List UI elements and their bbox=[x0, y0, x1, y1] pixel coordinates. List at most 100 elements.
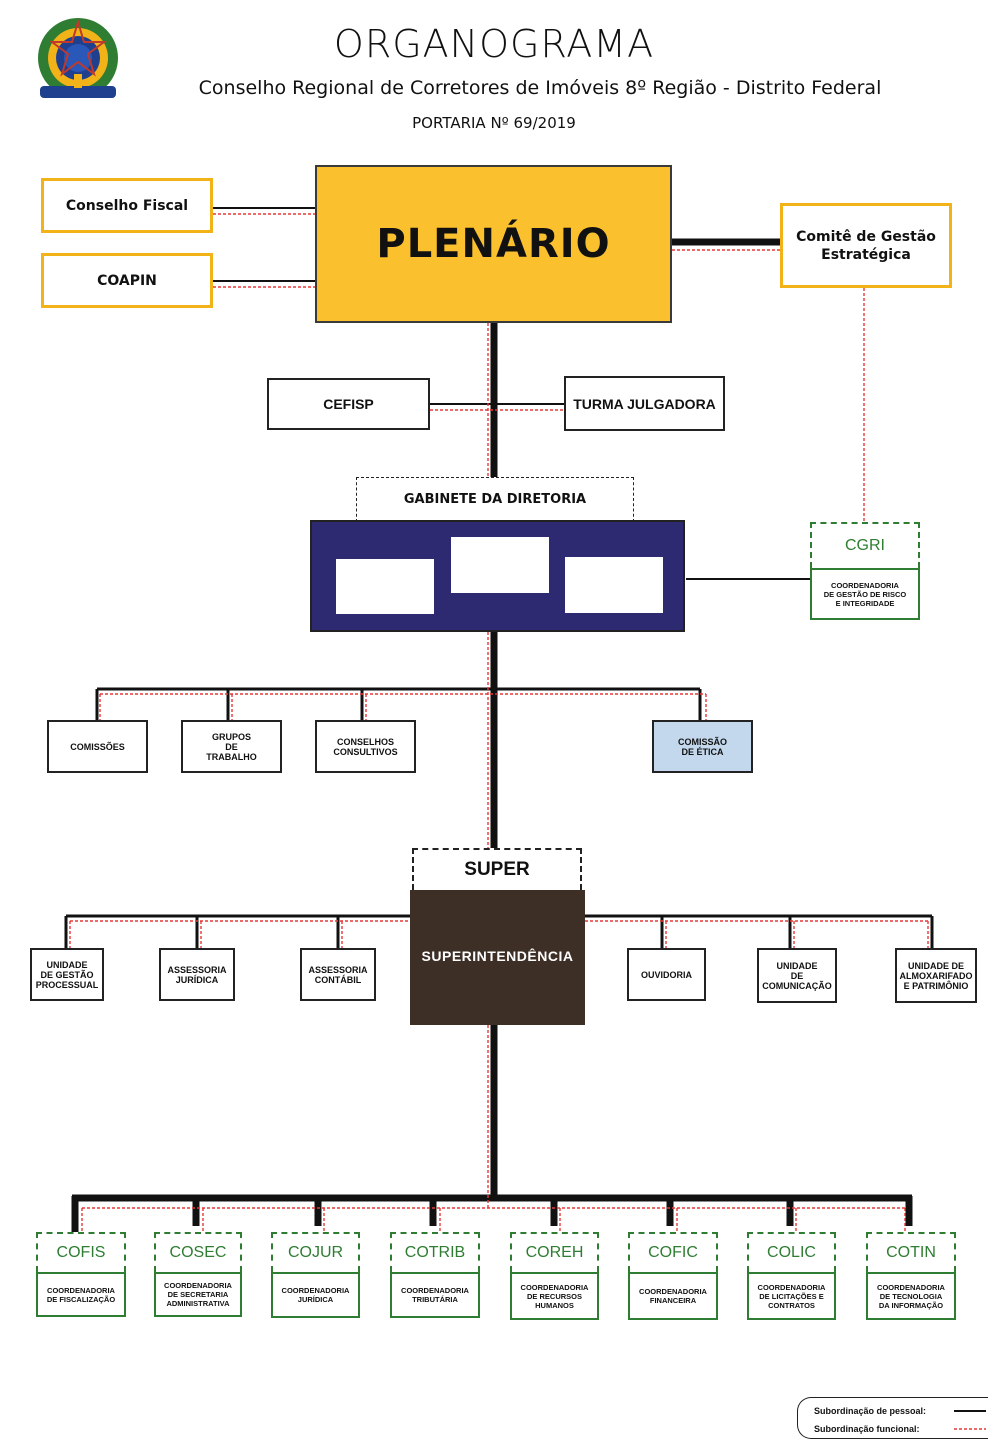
node-coreh-desc: COORDENADORIA DE RECURSOS HUMANOS bbox=[510, 1272, 599, 1320]
node-assessoria-contabil: ASSESSORIA CONTÁBIL bbox=[300, 948, 376, 1001]
legend-funcional-label: Subordinação funcional: bbox=[814, 1424, 920, 1434]
page-subtitle: Conselho Regional de Corretores de Imóve… bbox=[198, 77, 882, 99]
node-grupos-trabalho: GRUPOS DE TRABALHO bbox=[181, 720, 282, 773]
page-title: ORGANOGRAMA bbox=[333, 22, 655, 66]
conselhos-line2: CONSULTIVOS bbox=[333, 746, 398, 757]
node-unidade-almoxarifado: UNIDADE DE ALMOXARIFADO E PATRIMÔNIO bbox=[895, 948, 977, 1003]
node-cojur-desc: COORDENADORIA JURÍDICA bbox=[271, 1272, 360, 1318]
diretor-tesoureiro-line2: Tesoureiro bbox=[580, 585, 648, 600]
diretor-presidente-line2: Presidente bbox=[466, 565, 534, 580]
node-cosec-code: COSEC bbox=[154, 1232, 242, 1272]
uc-line2: DE bbox=[790, 970, 804, 981]
conselhos-line1: CONSELHOS bbox=[336, 736, 394, 747]
cojur-desc-1: COORDENADORIA bbox=[281, 1286, 350, 1295]
node-comite-label-line1: Comitê de Gestão bbox=[796, 228, 936, 245]
cofic-desc-2: FINANCEIRA bbox=[649, 1296, 697, 1305]
node-turma-julgadora: TURMA JULGADORA bbox=[564, 376, 725, 431]
node-diretor-presidente: Diretor Presidente bbox=[451, 537, 549, 593]
ua-line3: E PATRIMÔNIO bbox=[903, 980, 969, 991]
cgri-code-text: CGRI bbox=[845, 537, 885, 554]
node-coapin-label: COAPIN bbox=[97, 272, 157, 289]
portaria-number: PORTARIA Nº 69/2019 bbox=[412, 114, 576, 132]
grupos-line2: DE bbox=[225, 741, 238, 752]
colic-code: COLIC bbox=[767, 1244, 816, 1261]
node-cofis-code: COFIS bbox=[36, 1232, 126, 1272]
node-assessoria-juridica: ASSESSORIA JURÍDICA bbox=[159, 948, 235, 1001]
cosec-desc-2: DE SECRETARIA bbox=[167, 1290, 229, 1299]
legend: Subordinação de pessoal: Subordinação fu… bbox=[797, 1397, 988, 1439]
node-turma-label: TURMA JULGADORA bbox=[573, 395, 716, 412]
node-cotin-desc: COORDENADORIA DE TECNOLOGIA DA INFORMAÇÃ… bbox=[866, 1272, 956, 1320]
etica-line1: COMISSÃO bbox=[677, 736, 727, 747]
node-superintendencia: SUPERINTENDÊNCIA bbox=[410, 890, 585, 1025]
node-cosec-desc: COORDENADORIA DE SECRETARIA ADMINISTRATI… bbox=[154, 1272, 242, 1317]
node-diretor-tesoureiro: Diretor Tesoureiro bbox=[565, 557, 663, 613]
gabinete-diretoria-text: GABINETE DA DIRETORIA bbox=[403, 492, 587, 507]
diretor-secretario-line2: Secretário bbox=[353, 586, 417, 602]
node-cotrib-desc: COORDENADORIA TRIBUTÁRIA bbox=[390, 1272, 480, 1318]
cofis-code: COFIS bbox=[56, 1244, 106, 1261]
node-unidade-gestao-processual: UNIDADE DE GESTÃO PROCESSUAL bbox=[30, 948, 104, 1001]
node-cofis-desc: COORDENADORIA DE FISCALIZAÇÃO bbox=[36, 1272, 126, 1317]
coreh-desc-2: DE RECURSOS bbox=[526, 1291, 582, 1301]
cojur-desc-2: JURÍDICA bbox=[297, 1295, 334, 1304]
node-diretoria: Diretor Secretário Diretor Presidente Di… bbox=[310, 520, 685, 632]
comissoes-label: COMISSÕES bbox=[70, 741, 125, 752]
diretor-secretario-line1: Diretor bbox=[363, 570, 407, 586]
super-label: SUPER bbox=[412, 848, 582, 890]
node-cojur-code: COJUR bbox=[271, 1232, 360, 1272]
coreh-code: COREH bbox=[525, 1244, 584, 1261]
node-conselho-fiscal: Conselho Fiscal bbox=[41, 178, 213, 233]
brasao-emblem-icon bbox=[38, 18, 118, 98]
ac-line1: ASSESSORIA bbox=[308, 964, 368, 975]
legend-funcional: Subordinação funcional: bbox=[814, 1424, 920, 1434]
cgri-desc-line1: COORDENADORIA bbox=[831, 580, 899, 590]
node-cofic-code: COFIC bbox=[628, 1232, 718, 1272]
colic-desc-3: CONTRATOS bbox=[768, 1300, 815, 1310]
coreh-desc-3: HUMANOS bbox=[535, 1300, 574, 1310]
cotrib-desc-2: TRIBUTÁRIA bbox=[412, 1295, 458, 1304]
superintendencia-label: SUPERINTENDÊNCIA bbox=[421, 948, 574, 964]
node-unidade-comunicacao: UNIDADE DE COMUNICAÇÃO bbox=[757, 948, 837, 1003]
cotin-desc-3: DA INFORMAÇÃO bbox=[878, 1300, 944, 1310]
cofic-code: COFIC bbox=[648, 1244, 698, 1261]
legend-pessoal-label: Subordinação de pessoal: bbox=[814, 1406, 927, 1416]
grupos-line1: GRUPOS bbox=[211, 731, 251, 742]
node-conselho-fiscal-label: Conselho Fiscal bbox=[65, 197, 189, 214]
colic-desc-1: COORDENADORIA bbox=[757, 1282, 826, 1292]
node-comite-label-line2: Estratégica bbox=[821, 246, 911, 263]
node-cofic-desc: COORDENADORIA FINANCEIRA bbox=[628, 1272, 718, 1320]
ugp-line3: PROCESSUAL bbox=[35, 979, 99, 990]
node-cotrib-code: COTRIB bbox=[390, 1232, 480, 1272]
node-conselhos-consultivos: CONSELHOS CONSULTIVOS bbox=[315, 720, 416, 773]
diretor-tesoureiro-line1: Diretor bbox=[592, 569, 636, 584]
node-ouvidoria: OUVIDORIA bbox=[627, 948, 706, 1001]
cgri-desc-line3: E INTEGRIDADE bbox=[835, 598, 895, 608]
node-cgri-code: CGRI bbox=[810, 522, 920, 568]
super-label-text: SUPER bbox=[464, 859, 530, 880]
ac-line2: CONTÁBIL bbox=[314, 974, 362, 985]
aj-line2: JURÍDICA bbox=[175, 974, 219, 985]
ugp-line1: UNIDADE bbox=[46, 959, 88, 970]
ugp-line2: DE GESTÃO bbox=[40, 969, 94, 980]
cotrib-code: COTRIB bbox=[404, 1244, 466, 1261]
node-coreh-code: COREH bbox=[510, 1232, 599, 1272]
uc-line1: UNIDADE bbox=[776, 960, 818, 971]
node-comissoes: COMISSÕES bbox=[47, 720, 148, 773]
etica-line2: DE ÉTICA bbox=[681, 746, 724, 757]
ua-line2: ALMOXARIFADO bbox=[899, 970, 973, 981]
coreh-desc-1: COORDENADORIA bbox=[520, 1282, 589, 1292]
node-plenario: PLENÁRIO bbox=[315, 165, 672, 323]
ua-line1: UNIDADE DE bbox=[907, 960, 964, 971]
cotrib-desc-1: COORDENADORIA bbox=[401, 1286, 469, 1295]
cofic-desc-1: COORDENADORIA bbox=[639, 1287, 707, 1296]
cosec-desc-3: ADMINISTRATIVA bbox=[166, 1299, 230, 1308]
colic-desc-2: DE LICITAÇÕES E bbox=[759, 1291, 824, 1301]
cofis-desc-2: DE FISCALIZAÇÃO bbox=[46, 1294, 116, 1304]
node-plenario-label: PLENÁRIO bbox=[376, 221, 611, 267]
uc-line3: COMUNICAÇÃO bbox=[762, 980, 832, 991]
node-comissao-etica: COMISSÃO DE ÉTICA bbox=[652, 720, 753, 773]
node-cefisp-label: CEFISP bbox=[323, 396, 374, 412]
node-cotin-code: COTIN bbox=[866, 1232, 956, 1272]
